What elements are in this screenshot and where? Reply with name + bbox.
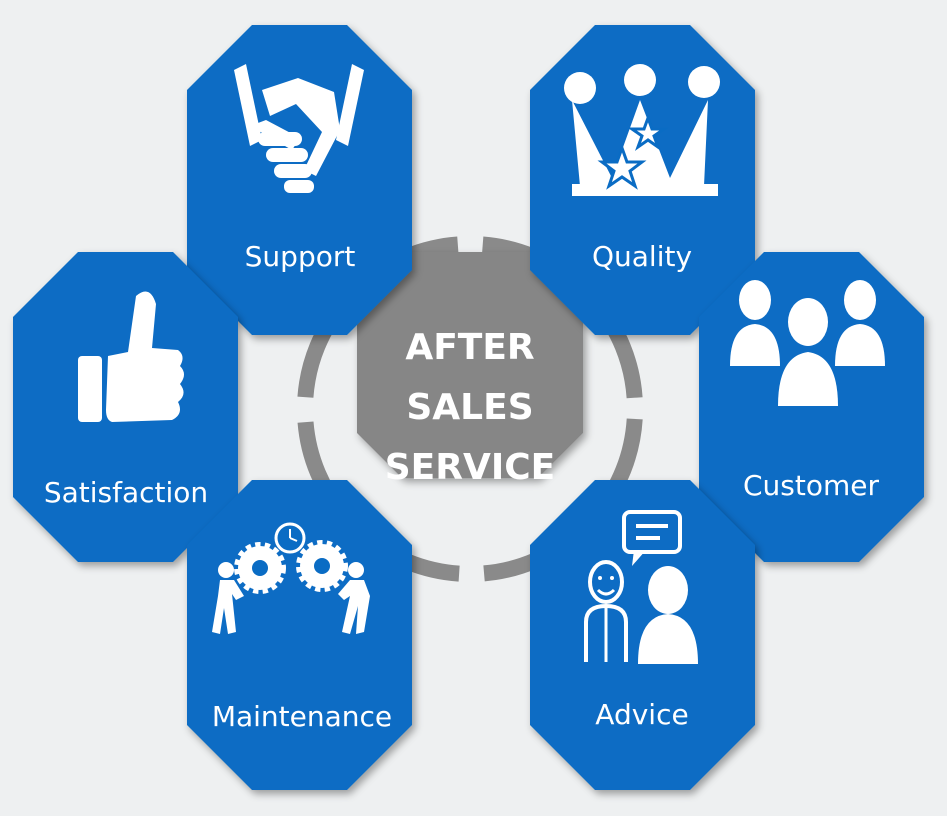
- people-group-icon: [730, 280, 885, 406]
- gears-workers-icon: [212, 522, 370, 634]
- support-label: Support: [245, 240, 356, 273]
- node-customer: Customer: [699, 252, 924, 562]
- center-label-line-2: SALES: [406, 387, 533, 428]
- node-support: Support: [187, 25, 412, 335]
- center-node: AFTER SALES SERVICE: [357, 252, 583, 488]
- node-advice: Advice: [530, 480, 755, 790]
- handshake-icon: [234, 64, 364, 193]
- customer-label: Customer: [743, 469, 879, 502]
- advice-label: Advice: [595, 698, 688, 731]
- node-quality: Quality: [530, 25, 755, 335]
- center-label-line-3: SERVICE: [385, 447, 556, 488]
- maintenance-label: Maintenance: [212, 700, 392, 733]
- speech-advisor-icon: [584, 510, 698, 664]
- center-octagon: [357, 252, 583, 478]
- node-maintenance: Maintenance: [187, 480, 412, 790]
- node-satisfaction: Satisfaction: [13, 252, 238, 562]
- quality-label: Quality: [592, 240, 692, 273]
- thumbs-up-icon: [78, 291, 184, 422]
- crown-stars-icon: [564, 64, 720, 196]
- satisfaction-label: Satisfaction: [44, 476, 208, 509]
- center-label-line-1: AFTER: [405, 327, 534, 368]
